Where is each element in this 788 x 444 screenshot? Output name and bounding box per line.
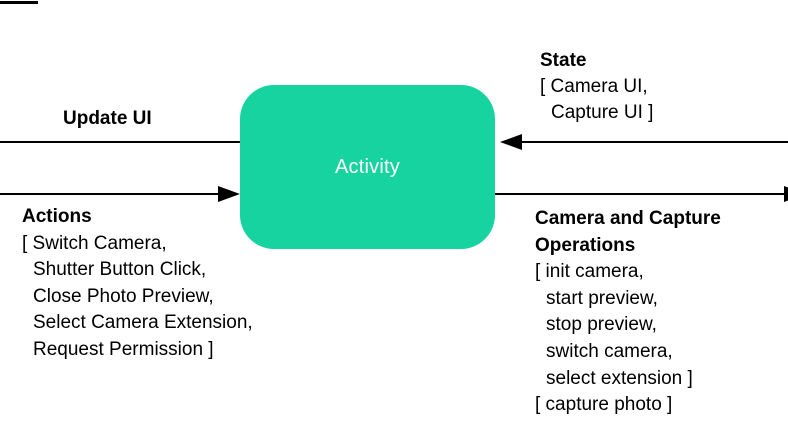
activity-label: Activity — [335, 155, 400, 178]
operations-list-line: select extension ] — [546, 367, 693, 389]
operations-list-line: start preview, — [546, 287, 658, 309]
operations-list-line: [ capture photo ] — [535, 394, 673, 416]
actions-list-line: Close Photo Preview, — [33, 285, 214, 307]
update-ui-label: Update UI — [63, 108, 152, 129]
update-ui-arrow-line — [0, 141, 240, 143]
clipped-line-top-left — [0, 1, 38, 4]
state-arrowhead-icon — [500, 134, 522, 150]
actions-list-line: [ Switch Camera, — [22, 232, 167, 254]
operations-list-line: switch camera, — [546, 340, 673, 362]
actions-arrowhead-icon — [218, 186, 240, 202]
state-list-line: [ Camera UI, — [540, 76, 648, 97]
actions-block: Actions [ Switch Camera, Shutter Button … — [22, 204, 253, 364]
actions-title: Actions — [22, 206, 92, 227]
state-list-line: Capture UI ] — [551, 102, 654, 123]
operations-title-line2: Operations — [535, 234, 636, 256]
operations-list-line: stop preview, — [546, 314, 657, 336]
actions-list-line: Request Permission ] — [33, 338, 214, 360]
state-arrow-line — [520, 141, 788, 143]
operations-block: Camera and Capture Operations [ init cam… — [535, 206, 721, 419]
activity-box: Activity — [240, 85, 495, 249]
operations-title-line1: Camera and Capture — [535, 208, 721, 229]
actions-arrow-line — [0, 193, 220, 195]
operations-arrowhead-icon — [784, 186, 788, 202]
state-block: State [ Camera UI, Capture UI ] — [540, 48, 653, 126]
actions-list-line: Select Camera Extension, — [33, 312, 253, 334]
state-title: State — [540, 50, 587, 71]
actions-list-line: Shutter Button Click, — [33, 259, 207, 281]
operations-arrow-line — [495, 193, 788, 195]
operations-list-line: [ init camera, — [535, 261, 644, 283]
